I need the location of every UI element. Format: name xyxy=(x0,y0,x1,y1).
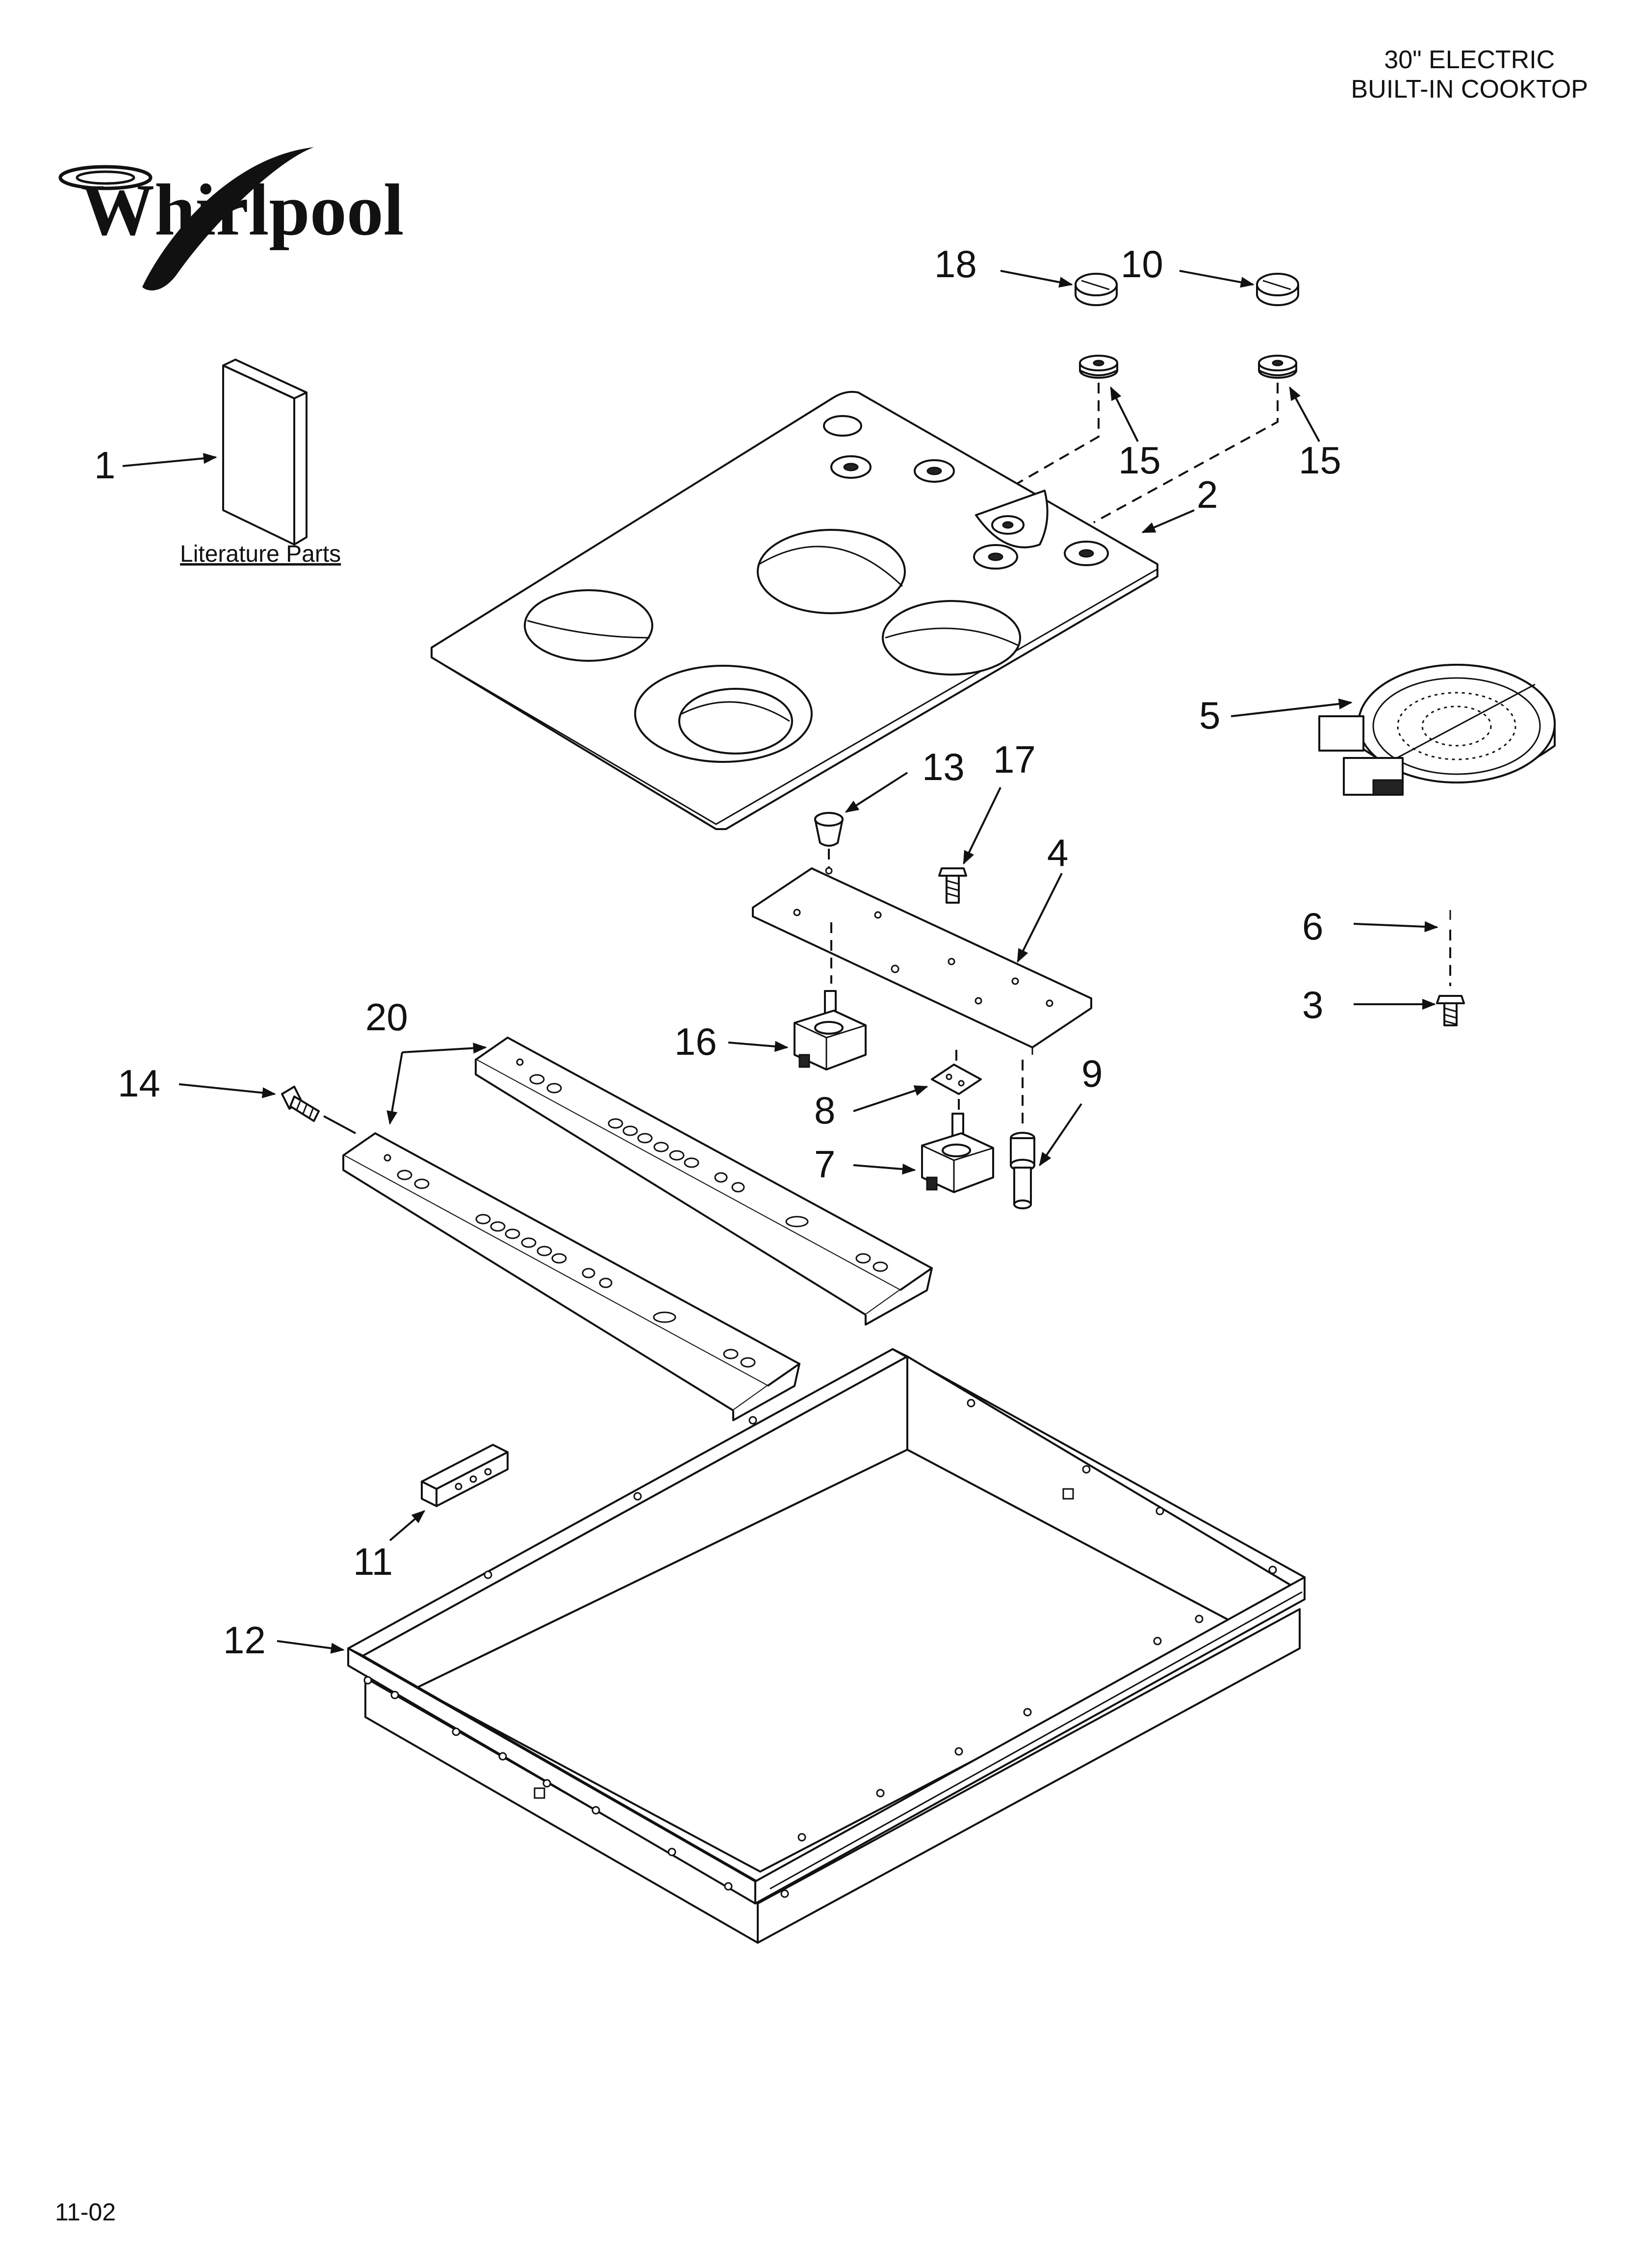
callout-17: 17 xyxy=(993,738,1036,781)
callout-8: 8 xyxy=(814,1089,835,1132)
callout-4: 4 xyxy=(1047,831,1068,874)
part-17-screw xyxy=(938,867,967,904)
callout-10: 10 xyxy=(1121,242,1163,286)
diagram-title: 30" ELECTRIC BUILT-IN COOKTOP xyxy=(1351,45,1589,104)
date-code: 11-02 xyxy=(55,2198,116,2226)
control-marking-4 xyxy=(1064,541,1109,566)
part-8-plate xyxy=(931,1064,982,1095)
callout-2: 2 xyxy=(1197,473,1218,516)
callout-15-right: 15 xyxy=(1299,439,1341,482)
callout-16: 16 xyxy=(674,1020,717,1063)
part-13-bumper xyxy=(814,812,844,847)
title-line-2: BUILT-IN COOKTOP xyxy=(1351,75,1589,104)
part-16-switch xyxy=(794,990,867,1070)
part-4-control-bracket xyxy=(752,867,1092,1055)
part-3-screw xyxy=(1436,995,1465,1026)
title-line-1: 30" ELECTRIC xyxy=(1384,46,1555,74)
part-9-post xyxy=(1010,1132,1035,1209)
part-12-frame xyxy=(347,1348,1306,1944)
callout-3: 3 xyxy=(1302,983,1323,1026)
callout-14: 14 xyxy=(118,1062,160,1105)
part-20-rail-back xyxy=(475,1037,933,1326)
part-11-bracket xyxy=(421,1444,509,1507)
part-18-knob xyxy=(1075,273,1118,306)
part-15-spacer-left xyxy=(1079,355,1118,379)
part-7-switch xyxy=(921,1113,994,1193)
callout-9: 9 xyxy=(1081,1052,1103,1095)
control-marking-2 xyxy=(914,459,955,483)
callout-6: 6 xyxy=(1302,905,1323,948)
callout-11: 11 xyxy=(353,1540,393,1583)
control-marking-1 xyxy=(830,455,872,479)
logo-wordmark: Whirlpool xyxy=(81,169,404,251)
callout-7: 7 xyxy=(814,1143,835,1186)
callout-13: 13 xyxy=(922,745,965,788)
part-2-glass-cooktop xyxy=(431,391,1158,830)
part-15-spacer-right xyxy=(1258,355,1297,379)
callout-15-left: 15 xyxy=(1118,439,1161,482)
callout-12: 12 xyxy=(223,1618,266,1662)
callout-20: 20 xyxy=(365,995,408,1039)
part-20-rail-front xyxy=(342,1132,800,1421)
callout-18: 18 xyxy=(934,242,977,286)
whirlpool-logo: Whirlpool xyxy=(58,147,404,291)
control-marking-3 xyxy=(973,544,1018,570)
callout-1: 1 xyxy=(94,443,115,487)
part-1-literature: Literature Parts xyxy=(180,359,341,567)
literature-parts-label: Literature Parts xyxy=(180,541,341,567)
callout-5: 5 xyxy=(1199,694,1220,737)
part-14-screw xyxy=(281,1086,320,1122)
part-10-knob xyxy=(1256,273,1299,306)
part-5-radiant-element xyxy=(1318,664,1556,796)
